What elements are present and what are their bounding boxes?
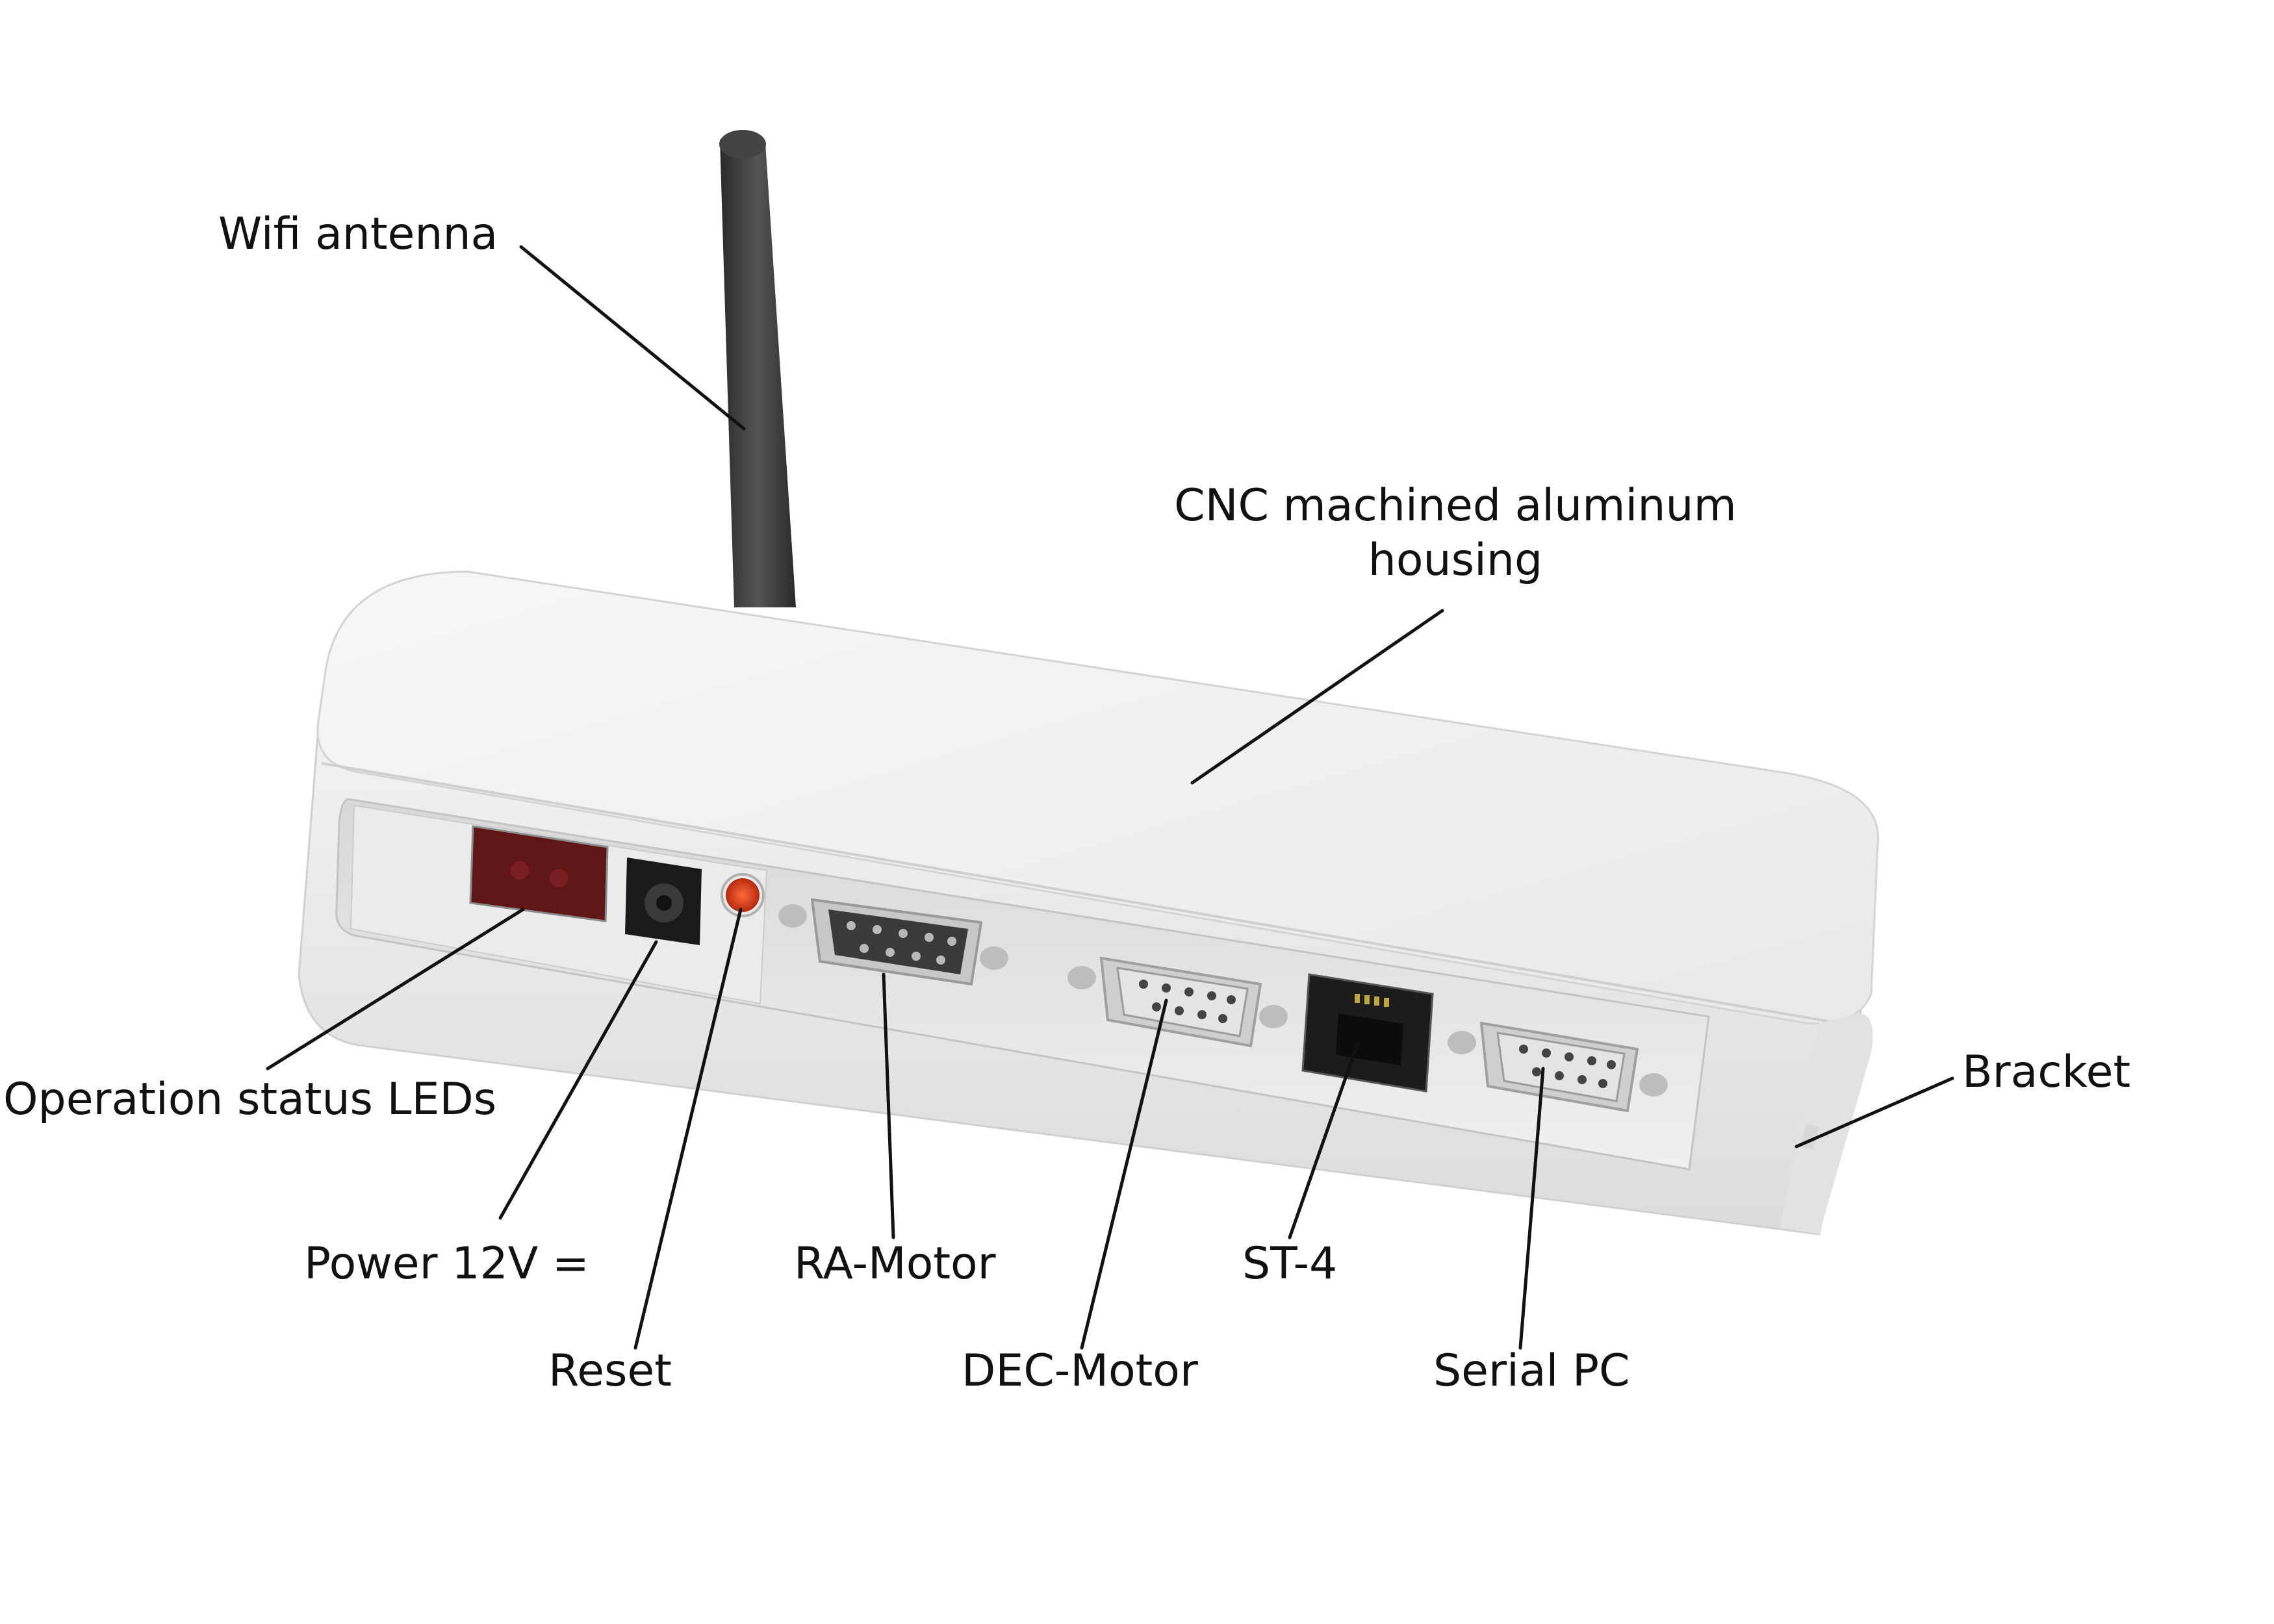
label-serial-pc: Serial PC bbox=[1433, 1345, 1630, 1397]
power-jack bbox=[625, 857, 702, 945]
dec-motor-connector bbox=[1067, 956, 1288, 1048]
leader-operation-leds bbox=[266, 907, 525, 1071]
label-st4: ST-4 bbox=[1242, 1238, 1338, 1289]
label-power: Power 12V = bbox=[304, 1238, 589, 1289]
label-bracket: Bracket bbox=[1962, 1047, 2131, 1098]
leader-serial-pc bbox=[1518, 1067, 1545, 1350]
reset-led bbox=[721, 873, 765, 917]
label-housing-line1: CNC machined aluminum bbox=[1174, 480, 1737, 531]
leader-lines bbox=[266, 245, 1954, 1350]
leader-ra-motor bbox=[882, 972, 895, 1239]
wifi-antenna bbox=[719, 130, 796, 608]
leader-dec-motor bbox=[1080, 998, 1168, 1350]
ra-motor-connector bbox=[778, 898, 1008, 986]
leader-bracket bbox=[1795, 1076, 1954, 1148]
label-ra-motor: RA-Motor bbox=[794, 1238, 996, 1289]
leader-power bbox=[498, 940, 658, 1220]
leader-wifi-antenna bbox=[519, 245, 746, 431]
serial-pc-connector bbox=[1448, 1021, 1668, 1113]
leader-st4 bbox=[1288, 1041, 1360, 1239]
label-housing-line2: housing bbox=[1368, 535, 1543, 586]
label-reset: Reset bbox=[548, 1345, 672, 1397]
label-dec-motor: DEC-Motor bbox=[962, 1345, 1198, 1397]
label-wifi-antenna: Wifi antenna bbox=[218, 209, 498, 260]
leader-housing bbox=[1190, 609, 1444, 785]
leader-reset bbox=[633, 907, 743, 1350]
operation-status-leds bbox=[469, 825, 609, 922]
st4-jack bbox=[1301, 973, 1434, 1093]
label-operation-leds: Operation status LEDs bbox=[3, 1074, 497, 1125]
